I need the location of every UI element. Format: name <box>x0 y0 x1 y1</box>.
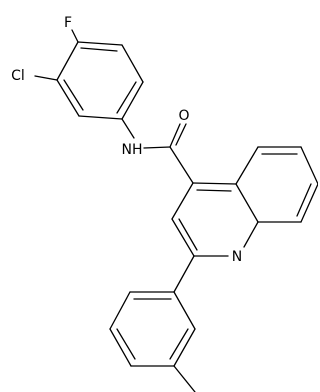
amide-hydrogen-label: H <box>132 142 143 158</box>
bond <box>71 29 79 43</box>
bond <box>196 189 232 192</box>
bond <box>300 146 318 185</box>
chlorine-label: Cl <box>11 68 25 84</box>
bond <box>169 328 189 360</box>
bond <box>116 81 137 114</box>
bond <box>243 221 259 248</box>
bond <box>77 41 123 46</box>
amide-nitrogen-label: N <box>122 142 132 158</box>
bonds <box>34 29 318 392</box>
bond <box>235 183 259 223</box>
atom-labels: F Cl O N H N <box>11 15 242 265</box>
bond <box>116 328 136 360</box>
bond <box>178 218 198 251</box>
bond <box>296 183 312 217</box>
quinoline-nitrogen-label: N <box>232 249 242 265</box>
bond <box>173 291 196 330</box>
bond <box>143 146 171 149</box>
bond <box>56 79 80 117</box>
fluorine-label: F <box>64 15 72 31</box>
bond <box>169 146 194 184</box>
bond <box>109 291 131 330</box>
bond <box>173 328 196 367</box>
bond <box>171 182 194 220</box>
bond <box>173 365 196 392</box>
bond <box>171 218 195 257</box>
bond <box>192 182 237 185</box>
bond <box>34 75 58 81</box>
bond <box>173 255 195 293</box>
bond <box>121 81 144 120</box>
bond <box>300 183 318 223</box>
oxygen-label: O <box>178 108 189 124</box>
bond <box>56 41 79 81</box>
bond <box>121 44 144 83</box>
bond <box>78 115 123 120</box>
bond <box>121 118 135 139</box>
bond <box>169 123 181 148</box>
bond <box>109 328 132 367</box>
bond <box>175 123 187 146</box>
bond <box>63 79 84 111</box>
bond <box>235 146 259 185</box>
bond <box>80 47 118 52</box>
